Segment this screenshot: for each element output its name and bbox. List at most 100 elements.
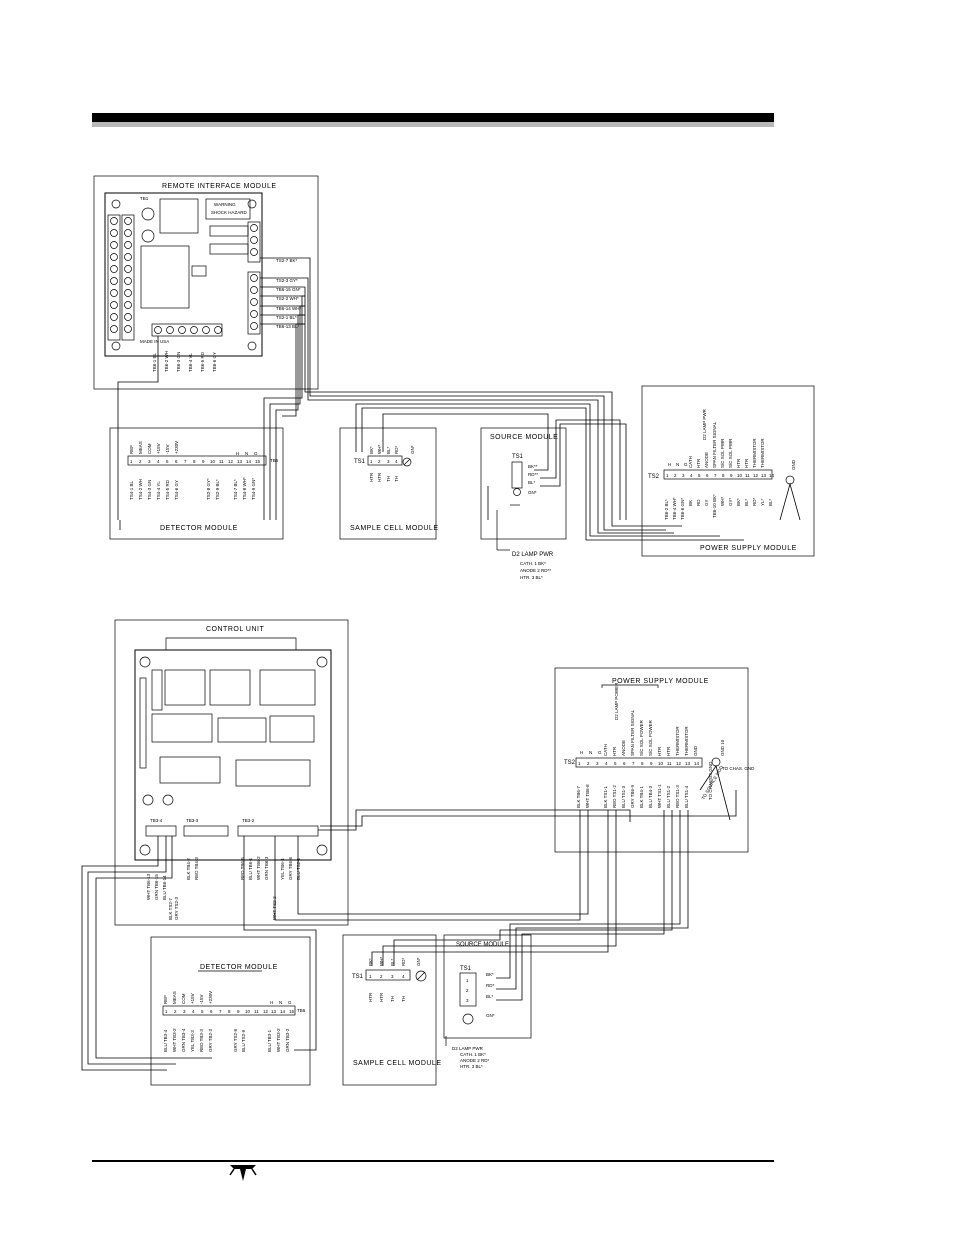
- det2-w1: BLU TB3-4: [163, 1029, 168, 1052]
- ri-bottom-wire-3: TB6-3 GN: [176, 352, 181, 372]
- det1-label-p15: +15V: [156, 443, 161, 454]
- cu-tb3-4: TB3-4: [150, 818, 163, 823]
- power-supply-module-1: POWER SUPPLY MODULE TS2 D2 LAMP PWR H N …: [641, 385, 815, 557]
- cu-wc-3: WHT TB6-2: [256, 856, 261, 880]
- det1-wire-3: TS4-3 GN: [147, 480, 152, 500]
- psm1-t4: 4: [690, 473, 693, 478]
- footer-rule: [92, 1160, 774, 1162]
- psm1-w5: RD: [696, 499, 701, 506]
- ri-bottom-wire-5: TB6-5 RD: [200, 351, 205, 372]
- det2-w8: BLU TS2-9: [241, 1029, 246, 1052]
- psm2-t8: 8: [641, 761, 644, 766]
- psm1-t1: 1: [666, 473, 669, 478]
- psm1-w8: WH*: [720, 497, 725, 506]
- psm2-to-chas: TO CHAS. GND: [722, 766, 755, 771]
- det1-t6: 6: [175, 459, 178, 464]
- det2-t13: 13: [271, 1009, 277, 1014]
- det2-w3: GRN TB3-4: [181, 1028, 186, 1052]
- psm2-w7: BLK TB4-1: [639, 786, 644, 808]
- det2-t8: 8: [228, 1009, 231, 1014]
- det1-t4: 4: [157, 459, 160, 464]
- psm1-w12: RD*: [752, 498, 757, 506]
- det2-t7: 7: [219, 1009, 222, 1014]
- psm2-htr: HTR: [612, 746, 617, 756]
- psm1-h: H: [668, 462, 671, 467]
- psm2-wires: BLK TB6-7 WHT TB6-8 BLK TS1-1 RED TS1-2 …: [576, 784, 689, 808]
- sc2-ground-icon: [415, 970, 427, 982]
- det1-label-com: COM: [147, 443, 152, 454]
- det2-t12: 12: [263, 1009, 269, 1014]
- det2-terms: 1 2 3 4 5 6 7 8 9 10 11 12 13 14 15: [165, 1009, 295, 1014]
- psm2-th2: THERMISTOR: [684, 726, 689, 756]
- det1-wire-2: TS4-2 WH: [138, 479, 143, 500]
- sample-cell-title-2: SAMPLE CELL MODULE: [353, 1060, 442, 1067]
- det2-w9: BLU TB3-1: [267, 1029, 272, 1052]
- det1-wire-7: TS2-8 GY*: [206, 478, 211, 500]
- source-module-2: SOURCE MODULE TS1 1 2 3 BK* RD* BL* GN* …: [443, 934, 532, 1069]
- det1-wire-4: TS4-4 YL: [156, 481, 161, 500]
- psm2-d2: D2 LAMP POWER: [614, 682, 619, 720]
- psm2-h: H: [580, 750, 583, 755]
- psm2-n: N: [589, 750, 592, 755]
- psm2-w5: BLU TS1-3: [621, 785, 626, 808]
- det2-t11: 11: [254, 1009, 259, 1014]
- det1-label-230: +230V: [174, 441, 179, 454]
- psm1-t9: 9: [730, 473, 733, 478]
- sc2-l1: HTR: [368, 992, 373, 1002]
- sc1-l3: TH: [386, 476, 391, 482]
- sc1-t1: 1: [370, 459, 373, 464]
- psm2-w8: BLU TB4-3: [648, 785, 653, 808]
- detector-tb6-1: TB6: [270, 458, 279, 463]
- psm1-sol2: S/C SOL PWR: [728, 438, 733, 468]
- src1-d2-2: ANODE 2 RD**: [520, 568, 551, 573]
- power-supply-module-2: POWER SUPPLY MODULE TS2 D2 LAMP POWER H …: [554, 667, 755, 853]
- psm1-span: SPAN FILTER SIGNAL: [712, 421, 717, 468]
- cu-wc-4: GRN TB6-3: [264, 856, 269, 880]
- det2-w5: RED TB3-3: [199, 1029, 204, 1052]
- sc2-l2: HTR: [379, 992, 384, 1002]
- control-unit-title: CONTROL UNIT: [206, 626, 264, 633]
- src1-d2-title: D2 LAMP PWR: [512, 552, 554, 558]
- sc2-w1: BK*: [368, 958, 373, 966]
- psm2-title: POWER SUPPLY MODULE: [612, 678, 709, 685]
- source-ts1-1: TS1: [512, 454, 524, 460]
- cu-wa-2: GRN TB6-15: [154, 874, 159, 900]
- src2-w4: GN*: [486, 1013, 495, 1018]
- src1-w1: BK**: [528, 464, 538, 469]
- psm1-w7: TB6-10 BK*: [712, 494, 717, 518]
- psm2-gnd: GND: [693, 745, 698, 756]
- det1-t14: 14: [246, 459, 252, 464]
- src2-t2: 2: [466, 988, 469, 993]
- ri-wire-5: TB6-14 WH*: [276, 306, 302, 311]
- det2-t2: 2: [174, 1009, 177, 1014]
- psm2-w10: BLU TS1-2: [666, 785, 671, 808]
- psm1-sol1: S/C SOL PWR: [720, 438, 725, 468]
- det1-label-m15: -15V: [165, 444, 170, 454]
- src1-ground-icon: [513, 488, 521, 496]
- sc2-t3: 3: [391, 974, 394, 979]
- det2-t4: 4: [192, 1009, 195, 1014]
- src2-t1: 1: [466, 978, 469, 983]
- psm1-w13: YL*: [760, 498, 765, 506]
- psm2-t13: 13: [685, 761, 691, 766]
- det1-t13: 13: [237, 459, 243, 464]
- sc2-w4: RD*: [401, 958, 406, 966]
- det2-h: H: [270, 1000, 273, 1005]
- sample-cell-ts1-2: TS1: [352, 974, 364, 980]
- det1-t9: 9: [202, 459, 205, 464]
- psm2-t5: 5: [614, 761, 617, 766]
- sc1-l1: HTR: [369, 472, 374, 482]
- ri-bottom-wire-6: TB6-6 GY: [212, 352, 217, 372]
- detector-title-2: DETECTOR MODULE: [200, 964, 278, 971]
- cu-wc-1: RED TB6-5: [240, 857, 245, 880]
- psm2-sol1: S/C SOL POWER: [639, 719, 644, 756]
- psm2-htr3: HTR: [666, 746, 671, 756]
- psm1-w10: BK*: [736, 498, 741, 506]
- sc2-t1: 1: [369, 974, 372, 979]
- psm2-th1: THERMISTOR: [675, 726, 680, 756]
- src1-w4: GN*: [528, 490, 537, 495]
- det2-t14: 14: [280, 1009, 286, 1014]
- det1-wire-9: TS4-7 BL*: [233, 479, 238, 500]
- det1-t12: 12: [228, 459, 234, 464]
- psm1-t7: 7: [714, 473, 717, 478]
